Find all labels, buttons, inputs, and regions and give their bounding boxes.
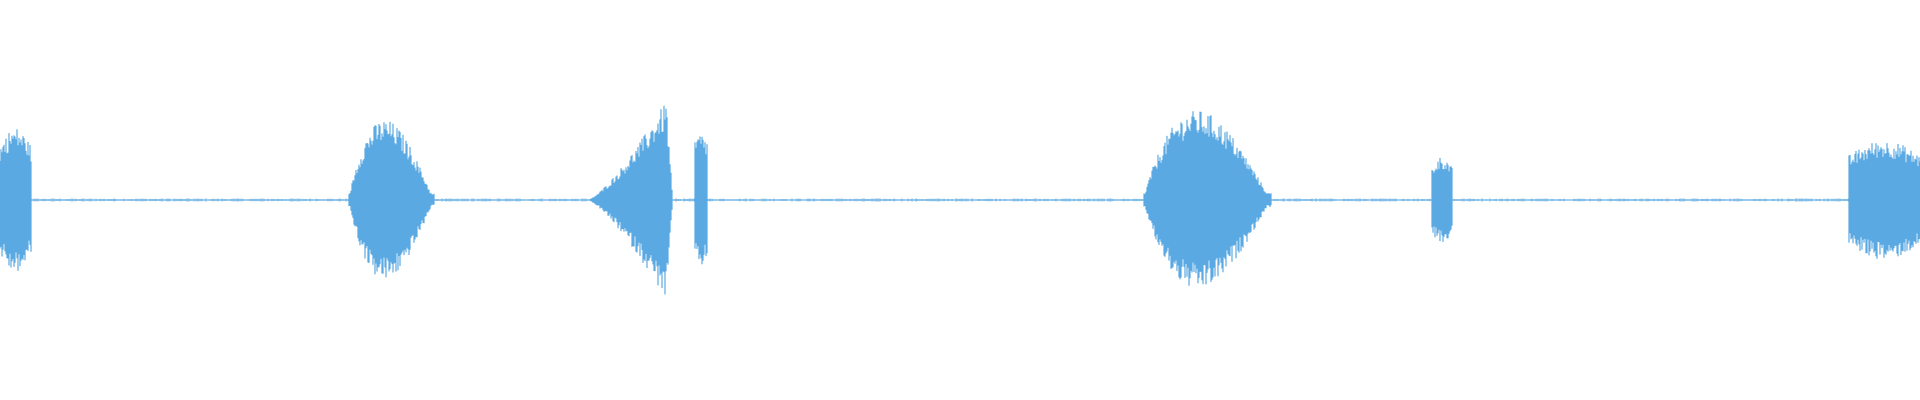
waveform-bursts [0, 105, 1920, 295]
waveform-burst-2 [348, 121, 435, 278]
waveform-burst-6 [1431, 158, 1453, 242]
waveform-burst-5 [1143, 111, 1272, 286]
waveform-burst-4 [694, 136, 708, 265]
waveform-burst-1 [0, 129, 32, 271]
waveform-burst-3 [588, 105, 673, 295]
waveform-burst-7 [1848, 143, 1920, 259]
